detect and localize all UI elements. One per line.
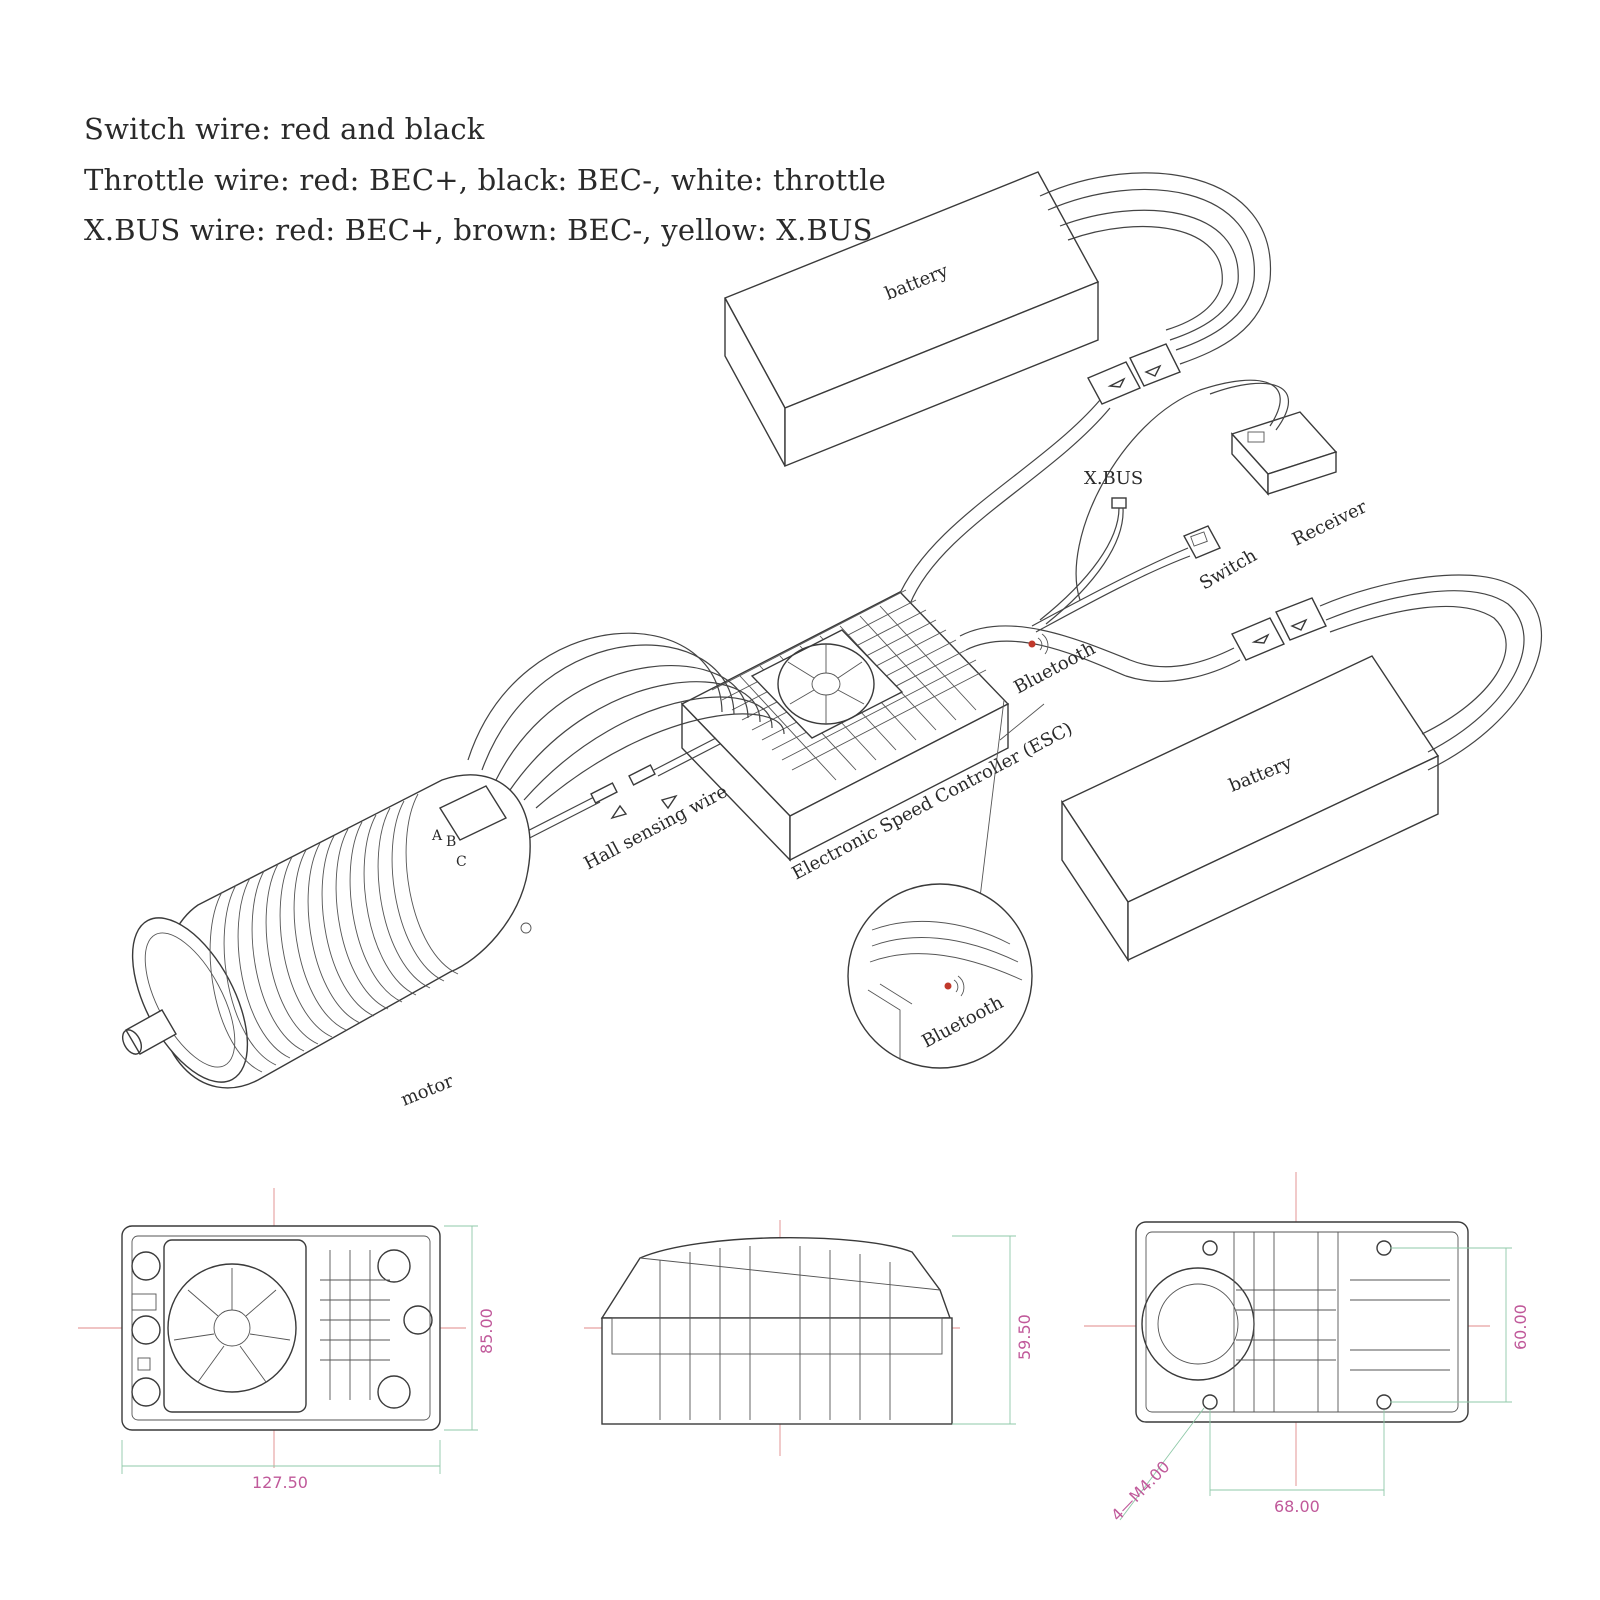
motor: A B C motor	[121, 774, 532, 1111]
receiver-label: Receiver	[1289, 496, 1371, 550]
xbus-label: X.BUS	[1084, 468, 1143, 489]
dim-bottom-view-hole-span-y: 60.00	[1511, 1304, 1530, 1350]
power-leads	[896, 172, 1543, 771]
battery-top: battery	[724, 171, 1099, 468]
side-view-drawing: 59.50	[584, 1220, 1034, 1456]
dim-bottom-view-holes: 4—M4.00	[1107, 1457, 1173, 1525]
switch: Switch	[1031, 525, 1261, 633]
legend-xbus-wire: X.BUS wire: red: BEC+, brown: BEC-, yell…	[84, 213, 873, 247]
bluetooth-led	[1028, 640, 1036, 648]
bluetooth-zoom: Bluetooth	[847, 699, 1045, 1069]
battery-right: battery	[1060, 655, 1440, 963]
top-view-drawing: 127.50 85.00	[78, 1188, 496, 1492]
esc: Bluetooth Electronic Speed Controller (E…	[467, 589, 1099, 884]
dim-side-view-height: 59.50	[1015, 1314, 1034, 1360]
dim-top-view-width: 127.50	[252, 1473, 308, 1492]
dim-top-view-height: 85.00	[477, 1308, 496, 1354]
motor-label: motor	[398, 1071, 457, 1111]
dim-bottom-view-hole-span-x: 68.00	[1274, 1497, 1320, 1516]
legend-throttle-wire: Throttle wire: red: BEC+, black: BEC-, w…	[84, 163, 887, 197]
bluetooth-label: Bluetooth	[1010, 638, 1099, 698]
xbus-connector: X.BUS	[1039, 468, 1143, 625]
bottom-view-drawing: 60.00 68.00 4—M4.00	[1084, 1172, 1530, 1525]
legend-switch-wire: Switch wire: red and black	[84, 112, 485, 146]
phase-a-label: A	[431, 828, 443, 844]
connector-top	[1087, 343, 1181, 405]
connector-right	[1231, 597, 1327, 661]
phase-c-label: C	[456, 854, 467, 870]
esc-fan	[750, 629, 904, 739]
bluetooth-zoom-led	[944, 982, 952, 990]
phase-b-label: B	[446, 834, 456, 850]
